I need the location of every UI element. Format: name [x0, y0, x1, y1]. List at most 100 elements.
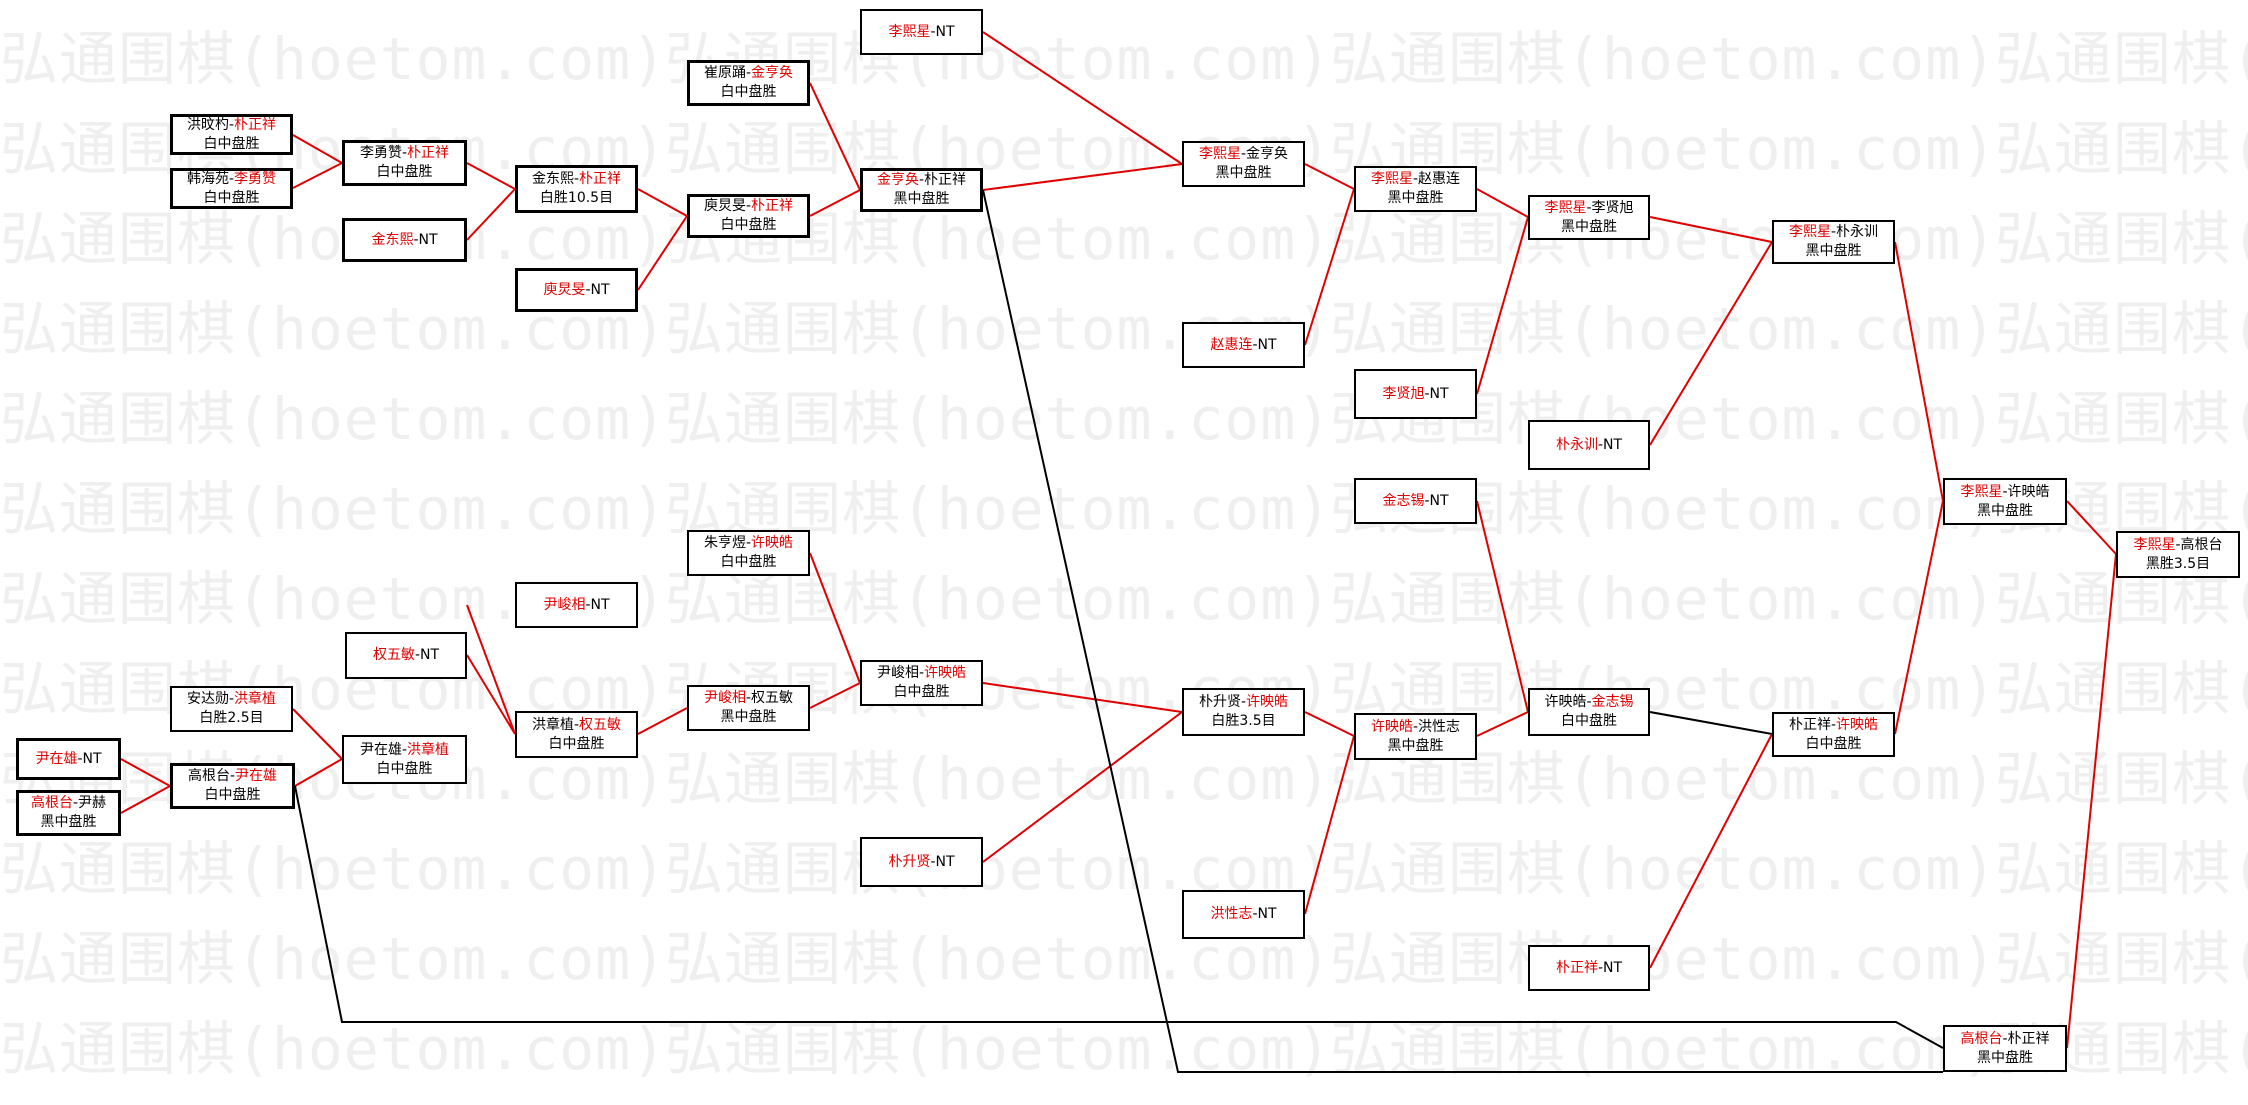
player-1: 朴升贤: [1198, 694, 1241, 710]
separator: -: [413, 231, 419, 248]
player-2: 朴永训: [1836, 224, 1879, 240]
player-1: 洪旼杓: [186, 116, 229, 133]
player-2: 许映皓: [1246, 694, 1289, 710]
match-result: 白中盘胜: [1561, 713, 1617, 729]
match-node-lxx-xyh: 李熙星-许映皓黑中盘胜: [1943, 478, 2067, 525]
match-node-piaoyongxun-nt: 朴永训-NT: [1528, 420, 1650, 470]
player-2: 洪章植: [407, 741, 450, 758]
match-result: 白中盘胜: [893, 684, 950, 700]
player-1: 权五敏: [372, 647, 415, 663]
player-2: 金亨奂: [1246, 146, 1289, 162]
player-1: 金东熙: [371, 231, 414, 248]
separator: -: [414, 647, 421, 663]
match-result: 白中盘胜: [548, 735, 605, 752]
match-node-lxx-zhl: 李熙星-赵惠连黑中盘胜: [1354, 166, 1477, 212]
match-result: 黑中盘胜: [1215, 165, 1272, 181]
match-result: 黑中盘胜: [40, 814, 97, 830]
player-2: NT: [82, 750, 102, 767]
player-1: 尹峻相: [543, 596, 586, 613]
match-node-hongwuyue-pjx: 洪旼杓-朴正祥白中盘胜: [170, 114, 293, 155]
connector-line-25: [809, 552, 861, 684]
match-node-xyh-hxz: 许映皓-洪性志黑中盘胜: [1354, 713, 1477, 760]
player-1: 李熙星: [1370, 171, 1413, 187]
match-node-quanwumin-nt: 权五敏-NT: [345, 632, 467, 679]
separator: -: [1252, 906, 1258, 922]
match-result: 黑中盘胜: [720, 709, 777, 725]
watermark-text: 弘通围棋(hoetom.com): [1995, 295, 2248, 363]
player-2: NT: [935, 853, 955, 870]
match-node-lxx-pyx: 李熙星-朴永训黑中盘胜: [1772, 220, 1895, 264]
connector-line-0: [292, 134, 343, 164]
connector-line-26: [809, 682, 861, 709]
match-players: 李熙星-许映皓: [1960, 483, 2049, 502]
connector-line-24: [637, 707, 688, 735]
match-result: 白胜2.5目: [199, 710, 264, 726]
match-node-hzz-qwm: 洪章植-权五敏白中盘胜: [515, 711, 638, 758]
match-players: 朴升贤-NT: [888, 853, 954, 872]
match-result: 黑中盘胜: [1387, 190, 1444, 206]
connector-line-2: [466, 162, 516, 190]
player-2: 尹在雄: [235, 768, 278, 784]
match-result: 白中盘胜: [204, 787, 261, 803]
match-players: 李熙星-赵惠连: [1371, 170, 1460, 189]
watermark-text: 弘通围棋(hoetom.com): [1330, 565, 1998, 633]
player-1: 朴升贤: [888, 853, 931, 870]
player-1: 李熙星: [1198, 146, 1241, 162]
match-node-tangjinmin-nt: 庾炅旻-NT: [515, 268, 638, 312]
watermark-text: 弘通围棋(hoetom.com): [0, 835, 668, 903]
match-node-yinzaixiong-nt: 尹在雄-NT: [16, 738, 121, 780]
player-1: 李贤旭: [1382, 385, 1425, 402]
match-players: 李贤旭-NT: [1382, 385, 1448, 404]
match-players: 金东熙-朴正祥: [532, 170, 621, 189]
match-players: 金志锡-NT: [1382, 492, 1448, 511]
match-players: 高根台-尹赫: [31, 794, 106, 813]
match-players: 金东熙-NT: [371, 231, 437, 250]
match-result: 白中盘胜: [376, 760, 433, 777]
connector-line-35: [1894, 500, 1944, 735]
watermark-text: 弘通围棋(hoetom.com): [0, 475, 668, 543]
match-players: 赵惠连-NT: [1210, 336, 1276, 355]
player-1: 李熙星: [1544, 199, 1587, 216]
separator: -: [1830, 716, 1837, 733]
watermark-text: 弘通围棋(hoetom.com): [665, 385, 1333, 453]
connector-line-33: [1649, 711, 1773, 735]
match-node-yzx-hzz: 尹在雄-洪章植白中盘胜: [342, 735, 467, 784]
player-2: NT: [1257, 336, 1277, 353]
match-players: 尹峻相-许映皓: [877, 664, 966, 683]
player-2: 金志锡: [1591, 694, 1634, 710]
separator: -: [585, 281, 591, 298]
match-players: 安达勋-洪章植: [187, 690, 276, 709]
connector-line-19: [120, 785, 171, 814]
separator: -: [401, 145, 408, 161]
match-node-ggt-yzx: 高根台-尹在雄白中盘胜: [170, 763, 295, 809]
connector-line-38: [294, 785, 1944, 1049]
match-node-pshx-xyh: 朴升贤-许映皓白胜3.5目: [1182, 688, 1305, 736]
connector-line-6: [809, 82, 861, 191]
watermark-text: 弘通围棋(hoetom.com): [665, 565, 1333, 633]
separator: -: [228, 691, 235, 707]
player-1: 赵惠连: [1210, 336, 1253, 353]
separator: -: [72, 795, 79, 811]
watermark-text: 弘通围棋(hoetom.com): [1330, 925, 1998, 993]
connector-line-22: [466, 654, 516, 735]
match-result: 黑中盘胜: [1977, 1049, 2033, 1066]
separator: -: [1586, 694, 1592, 710]
match-result: 白中盘胜: [720, 554, 777, 570]
player-1: 高根台: [1960, 1030, 2003, 1047]
player-1: 尹在雄: [359, 741, 402, 758]
separator: -: [1412, 718, 1419, 735]
match-node-lxx-lxu: 李熙星-李贤旭黑中盘胜: [1528, 195, 1650, 240]
match-players: 金亨奂-朴正祥: [877, 171, 966, 190]
separator: -: [77, 750, 83, 767]
separator: -: [745, 65, 752, 81]
match-node-yjx-xyh: 尹峻相-许映皓白中盘胜: [860, 660, 983, 706]
player-1: 金东熙: [531, 171, 574, 187]
match-players: 朴正祥-NT: [1556, 959, 1622, 978]
match-players: 朴永训-NT: [1556, 436, 1622, 455]
player-2: NT: [1257, 906, 1277, 922]
match-result: 黑胜3.5目: [2145, 555, 2211, 572]
match-result: 黑中盘胜: [893, 191, 950, 207]
match-result: 黑中盘胜: [1977, 502, 2033, 519]
match-result: 白中盘胜: [1805, 735, 1862, 752]
match-node-yjx-nt: 尹峻相-NT: [515, 582, 638, 628]
